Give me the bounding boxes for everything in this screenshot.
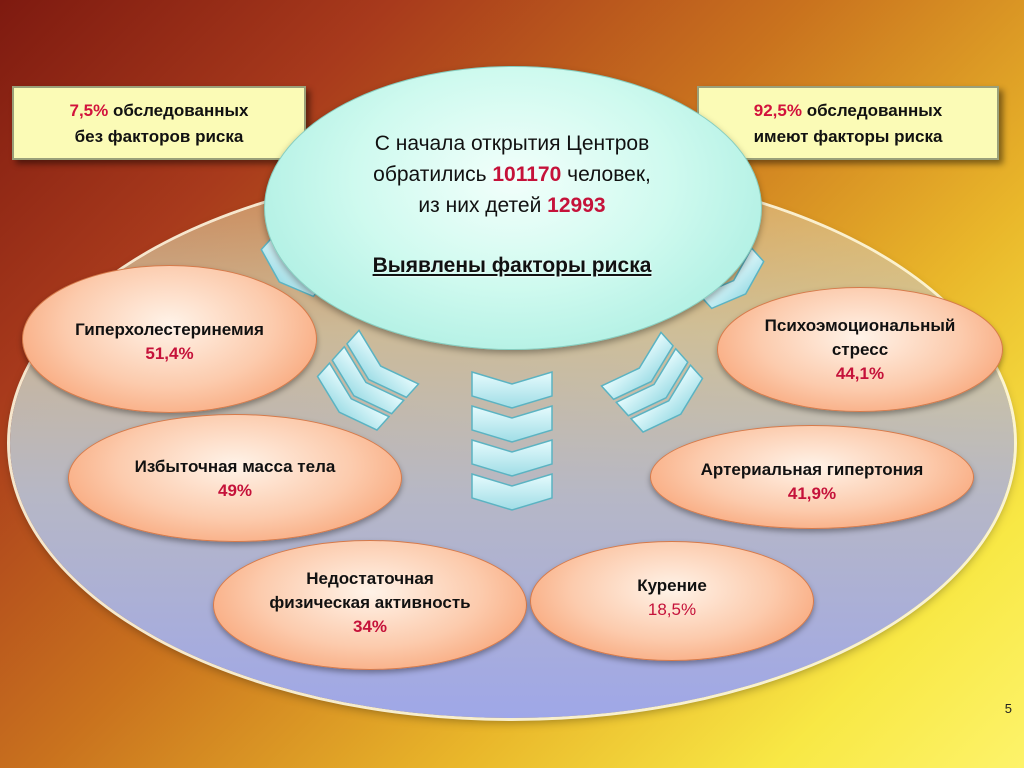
chevron-segment [316, 361, 391, 431]
center-text: С начала открытия Центров обратились 101… [300, 128, 724, 221]
factor-hypertension: Артериальная гипертония 41,9% [650, 425, 974, 529]
chevron-segment [615, 347, 689, 417]
factor-stress: Психоэмоциональный стресс 44,1% [717, 287, 1003, 412]
factor-label: физическая активность [269, 593, 471, 612]
right-note-line1: обследованных [806, 101, 943, 120]
chevron-segment [600, 331, 674, 401]
chevron-down-icon [600, 331, 704, 433]
chevron-segment [331, 345, 405, 415]
factor-excess-weight: Избыточная масса тела 49% [68, 414, 402, 542]
left-note-line2: без факторов риска [74, 127, 244, 146]
chevron-segment [471, 404, 553, 443]
factor-label: Избыточная масса тела [134, 457, 336, 476]
factor-value: 41,9% [787, 484, 837, 503]
right-note-percent: 92,5% [753, 101, 802, 120]
factor-smoking: Курение 18,5% [530, 541, 814, 661]
chevron-segment [346, 329, 420, 399]
chevron-segment [471, 438, 553, 477]
factor-value: 51,4% [145, 344, 194, 363]
factor-hypercholesterolemia: Гиперхолестеринемия 51,4% [22, 265, 317, 413]
chevron-down-icon [316, 329, 420, 431]
chevron-down-icon [471, 370, 553, 511]
factor-value: 18,5% [647, 600, 697, 619]
children-count: 12993 [547, 194, 606, 217]
center-line3-pre: из них детей [418, 194, 542, 217]
factor-label: Артериальная гипертония [700, 460, 924, 479]
right-note-line2: имеют факторы риска [753, 127, 943, 146]
factor-value: 44,1% [835, 364, 885, 383]
chevron-segment [629, 363, 704, 433]
center-line1: С начала открытия Центров [374, 132, 650, 155]
factor-value: 49% [217, 481, 253, 500]
factor-label: Недостаточная [306, 569, 434, 588]
center-heading: Выявлены факторы риска [372, 254, 652, 277]
chevron-segment [471, 472, 553, 511]
chevron-segment [471, 370, 553, 409]
center-ellipse [264, 66, 762, 350]
factor-label: Курение [637, 576, 707, 595]
visitors-count: 101170 [492, 163, 562, 186]
center-line2-post: человек, [567, 163, 651, 186]
right-note: 92,5% обследованных имеют факторы риска [697, 86, 999, 160]
chevron-segment [698, 246, 765, 310]
factor-value: 34% [352, 617, 388, 636]
left-note-percent: 7,5% [69, 101, 109, 120]
left-note: 7,5% обследованных без факторов риска [12, 86, 306, 160]
left-note-line1: обследованных [112, 101, 249, 120]
factor-physical-inactivity: Недостаточная физическая активность 34% [213, 540, 527, 670]
page-number: 5 [1004, 701, 1012, 716]
chevron-down-icon [698, 246, 765, 310]
factor-label: стресс [831, 340, 889, 359]
factor-label: Психоэмоциональный [764, 316, 956, 335]
factor-label: Гиперхолестеринемия [75, 320, 264, 339]
center-line2-pre: обратились [373, 163, 487, 186]
